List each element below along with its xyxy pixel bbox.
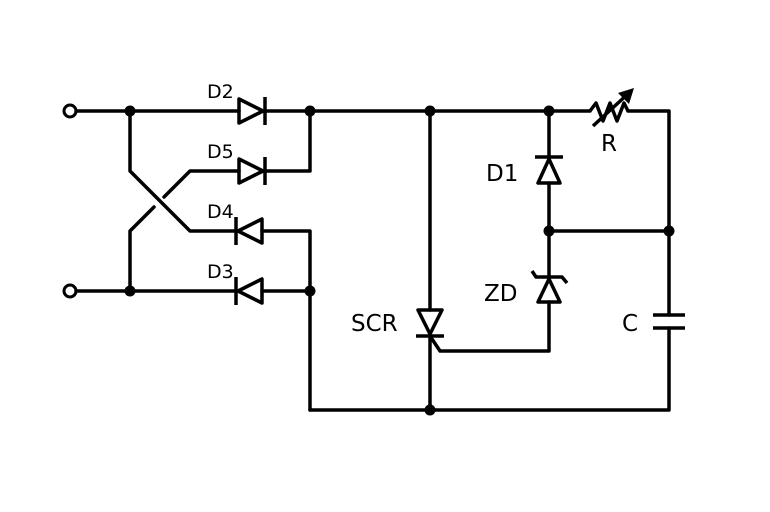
diode-d2 [237, 97, 267, 125]
d4-right-lead [260, 229, 312, 412]
label-d4: D4 [207, 201, 234, 223]
input-terminal-top [62, 103, 78, 119]
crossover-wiring [128, 109, 241, 293]
label-r: R [601, 131, 617, 157]
scr-thyristor [416, 308, 444, 338]
label-c: C [622, 311, 638, 337]
capacitor-c [653, 313, 685, 330]
label-d2: D2 [207, 81, 234, 103]
label-d1: D1 [486, 161, 518, 187]
junction-dots [124, 105, 675, 416]
diode-d3 [234, 277, 264, 305]
variable-resistor-r [588, 88, 634, 128]
label-d3: D3 [207, 261, 234, 283]
label-d5: D5 [207, 141, 234, 163]
label-scr: SCR [351, 311, 398, 337]
zener-diode-zd [530, 270, 569, 304]
top-rail [74, 109, 671, 233]
scr-gate-lead [428, 300, 551, 353]
label-zd: ZD [484, 281, 517, 307]
diode-d1 [535, 155, 563, 185]
d5-right-lead [263, 109, 312, 173]
diode-d5 [237, 157, 267, 185]
bottom-rail [308, 326, 671, 412]
input-terminal-bottom [62, 283, 78, 299]
diode-d4 [234, 217, 264, 245]
